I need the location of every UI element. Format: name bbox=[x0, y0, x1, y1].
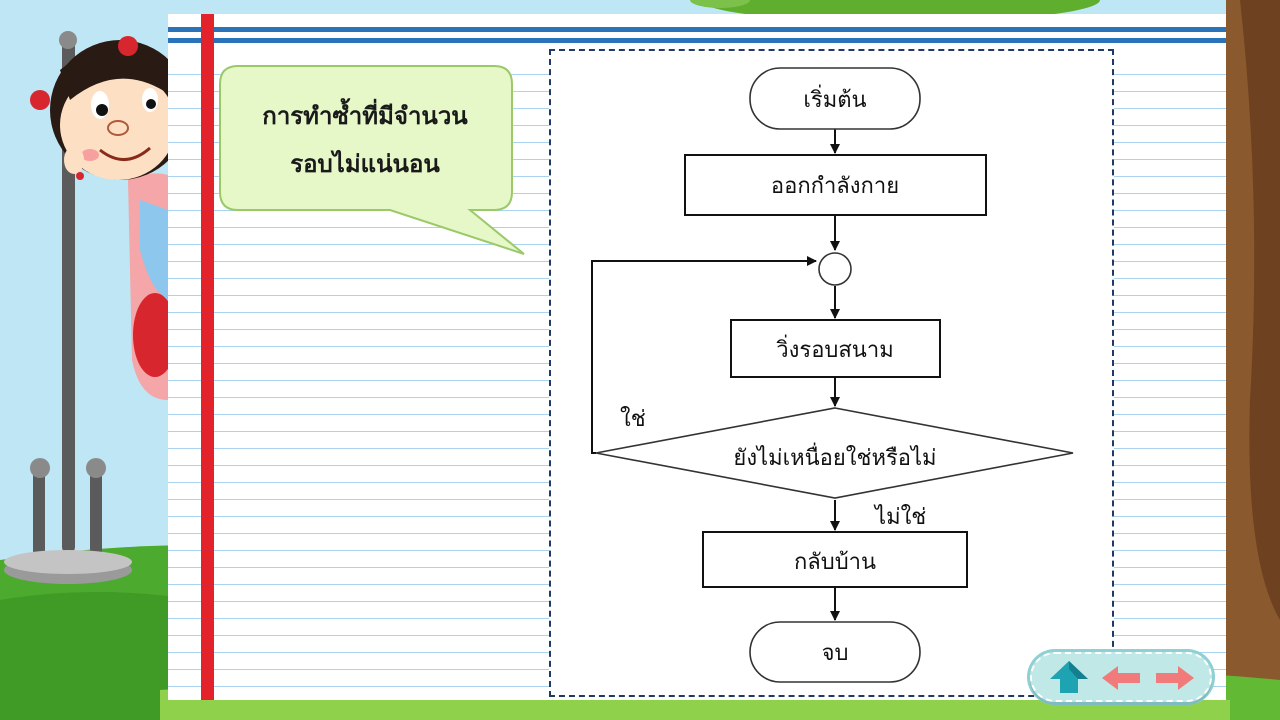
girl-character bbox=[30, 36, 190, 400]
left-arrow-icon[interactable] bbox=[1098, 658, 1144, 698]
tired-decision bbox=[595, 407, 1074, 499]
end-terminal bbox=[749, 621, 921, 683]
no-label: ไม่ใช่ bbox=[873, 504, 926, 530]
go-home-label: กลับบ้าน bbox=[794, 550, 876, 575]
bubble-line-1: การทำซ้ำที่มีจำนวน bbox=[262, 103, 468, 130]
exercise-process bbox=[684, 154, 987, 216]
end-label: จบ bbox=[822, 641, 849, 666]
go-home-process bbox=[702, 531, 968, 588]
bubble-line-2: รอบไม่แน่นอน bbox=[290, 151, 440, 178]
paper-top-rule-2 bbox=[168, 38, 1226, 43]
start-terminal bbox=[749, 67, 921, 130]
loop-connector bbox=[818, 252, 852, 286]
exercise-label: ออกกำลังกาย bbox=[771, 174, 899, 199]
start-label: เริ่มต้น bbox=[803, 84, 866, 113]
edge-loop-yes bbox=[591, 256, 817, 454]
home-up-arrow-icon[interactable] bbox=[1046, 657, 1092, 697]
yes-label: ใช่ bbox=[620, 406, 646, 432]
right-arrow-icon[interactable] bbox=[1152, 658, 1198, 698]
paper-top-rule bbox=[168, 27, 1226, 32]
decision-label: ยังไม่เหนื่อยใช่หรือไม่ bbox=[733, 442, 936, 471]
nav-bar bbox=[1030, 652, 1212, 702]
paper-margin-line bbox=[201, 14, 214, 700]
run-label: วิ่งรอบสนาม bbox=[776, 334, 894, 363]
run-process bbox=[730, 319, 941, 378]
